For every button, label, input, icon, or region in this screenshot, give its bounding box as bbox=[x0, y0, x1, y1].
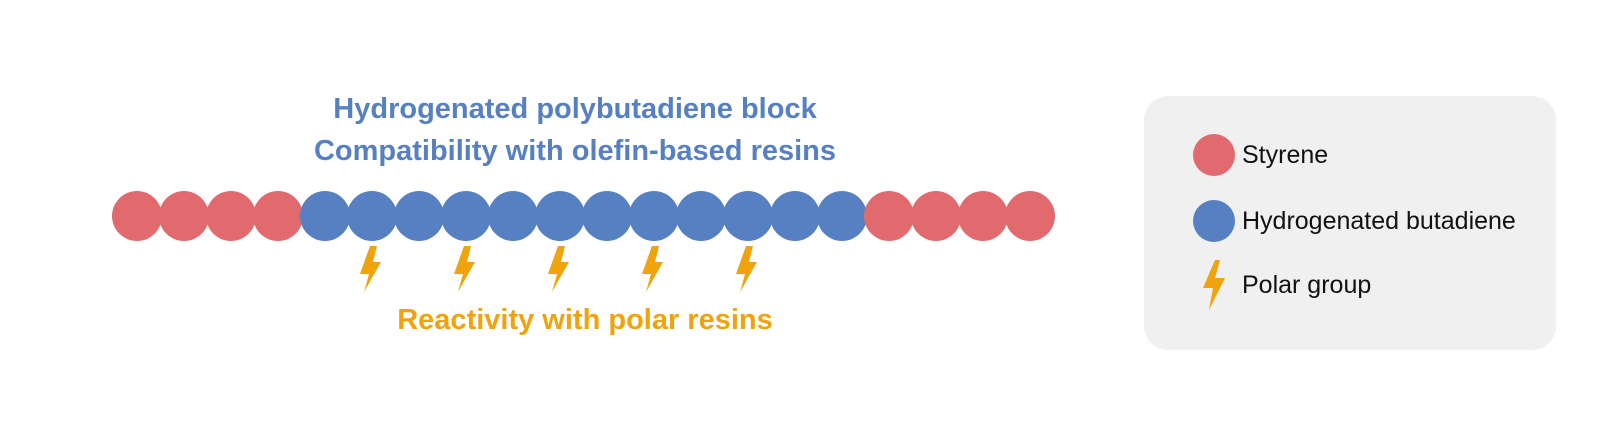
butadiene-unit bbox=[770, 191, 820, 241]
butadiene-unit bbox=[394, 191, 444, 241]
butadiene-unit bbox=[535, 191, 585, 241]
butadiene-unit bbox=[723, 191, 773, 241]
block-caption-line1: Hydrogenated polybutadiene block bbox=[333, 93, 817, 125]
polymer-chain bbox=[112, 191, 1055, 292]
styrene-unit bbox=[253, 191, 303, 241]
butadiene-unit bbox=[676, 191, 726, 241]
reactivity-caption: Reactivity with polar resins bbox=[397, 304, 773, 336]
legend-label-styrene: Styrene bbox=[1242, 140, 1329, 169]
legend-label-polar-group: Polar group bbox=[1242, 270, 1372, 299]
polar-group-bolt-icon bbox=[548, 246, 569, 292]
lightning-bolt-icon bbox=[1203, 260, 1225, 310]
styrene-unit bbox=[159, 191, 209, 241]
styrene-unit bbox=[1005, 191, 1055, 241]
blue-circle-icon bbox=[1193, 200, 1235, 242]
styrene-unit bbox=[206, 191, 256, 241]
butadiene-unit bbox=[582, 191, 632, 241]
butadiene-unit bbox=[347, 191, 397, 241]
polar-group-bolt-icon bbox=[360, 246, 381, 292]
butadiene-unit bbox=[817, 191, 867, 241]
styrene-unit bbox=[958, 191, 1008, 241]
legend-item-styrene: Styrene bbox=[1192, 133, 1328, 177]
legend-panel: Styrene Hydrogenated butadiene Polar gro… bbox=[1144, 96, 1556, 350]
polar-group-bolt-icon bbox=[736, 246, 757, 292]
polar-group-bolt-icon bbox=[642, 246, 663, 292]
styrene-unit bbox=[864, 191, 914, 241]
red-circle-icon bbox=[1193, 134, 1235, 176]
legend-label-hydrogenated-butadiene: Hydrogenated butadiene bbox=[1242, 206, 1516, 235]
block-caption-line2: Compatibility with olefin-based resins bbox=[313, 135, 837, 167]
block-caption: Hydrogenated polybutadiene block Compati… bbox=[290, 88, 860, 172]
butadiene-unit bbox=[441, 191, 491, 241]
butadiene-unit bbox=[488, 191, 538, 241]
styrene-unit bbox=[112, 191, 162, 241]
legend-item-polar-group: Polar group bbox=[1192, 258, 1371, 312]
legend-item-hydrogenated-butadiene: Hydrogenated butadiene bbox=[1192, 199, 1516, 243]
polar-group-bolt-icon bbox=[454, 246, 475, 292]
butadiene-unit bbox=[629, 191, 679, 241]
styrene-unit bbox=[911, 191, 961, 241]
butadiene-unit bbox=[300, 191, 350, 241]
